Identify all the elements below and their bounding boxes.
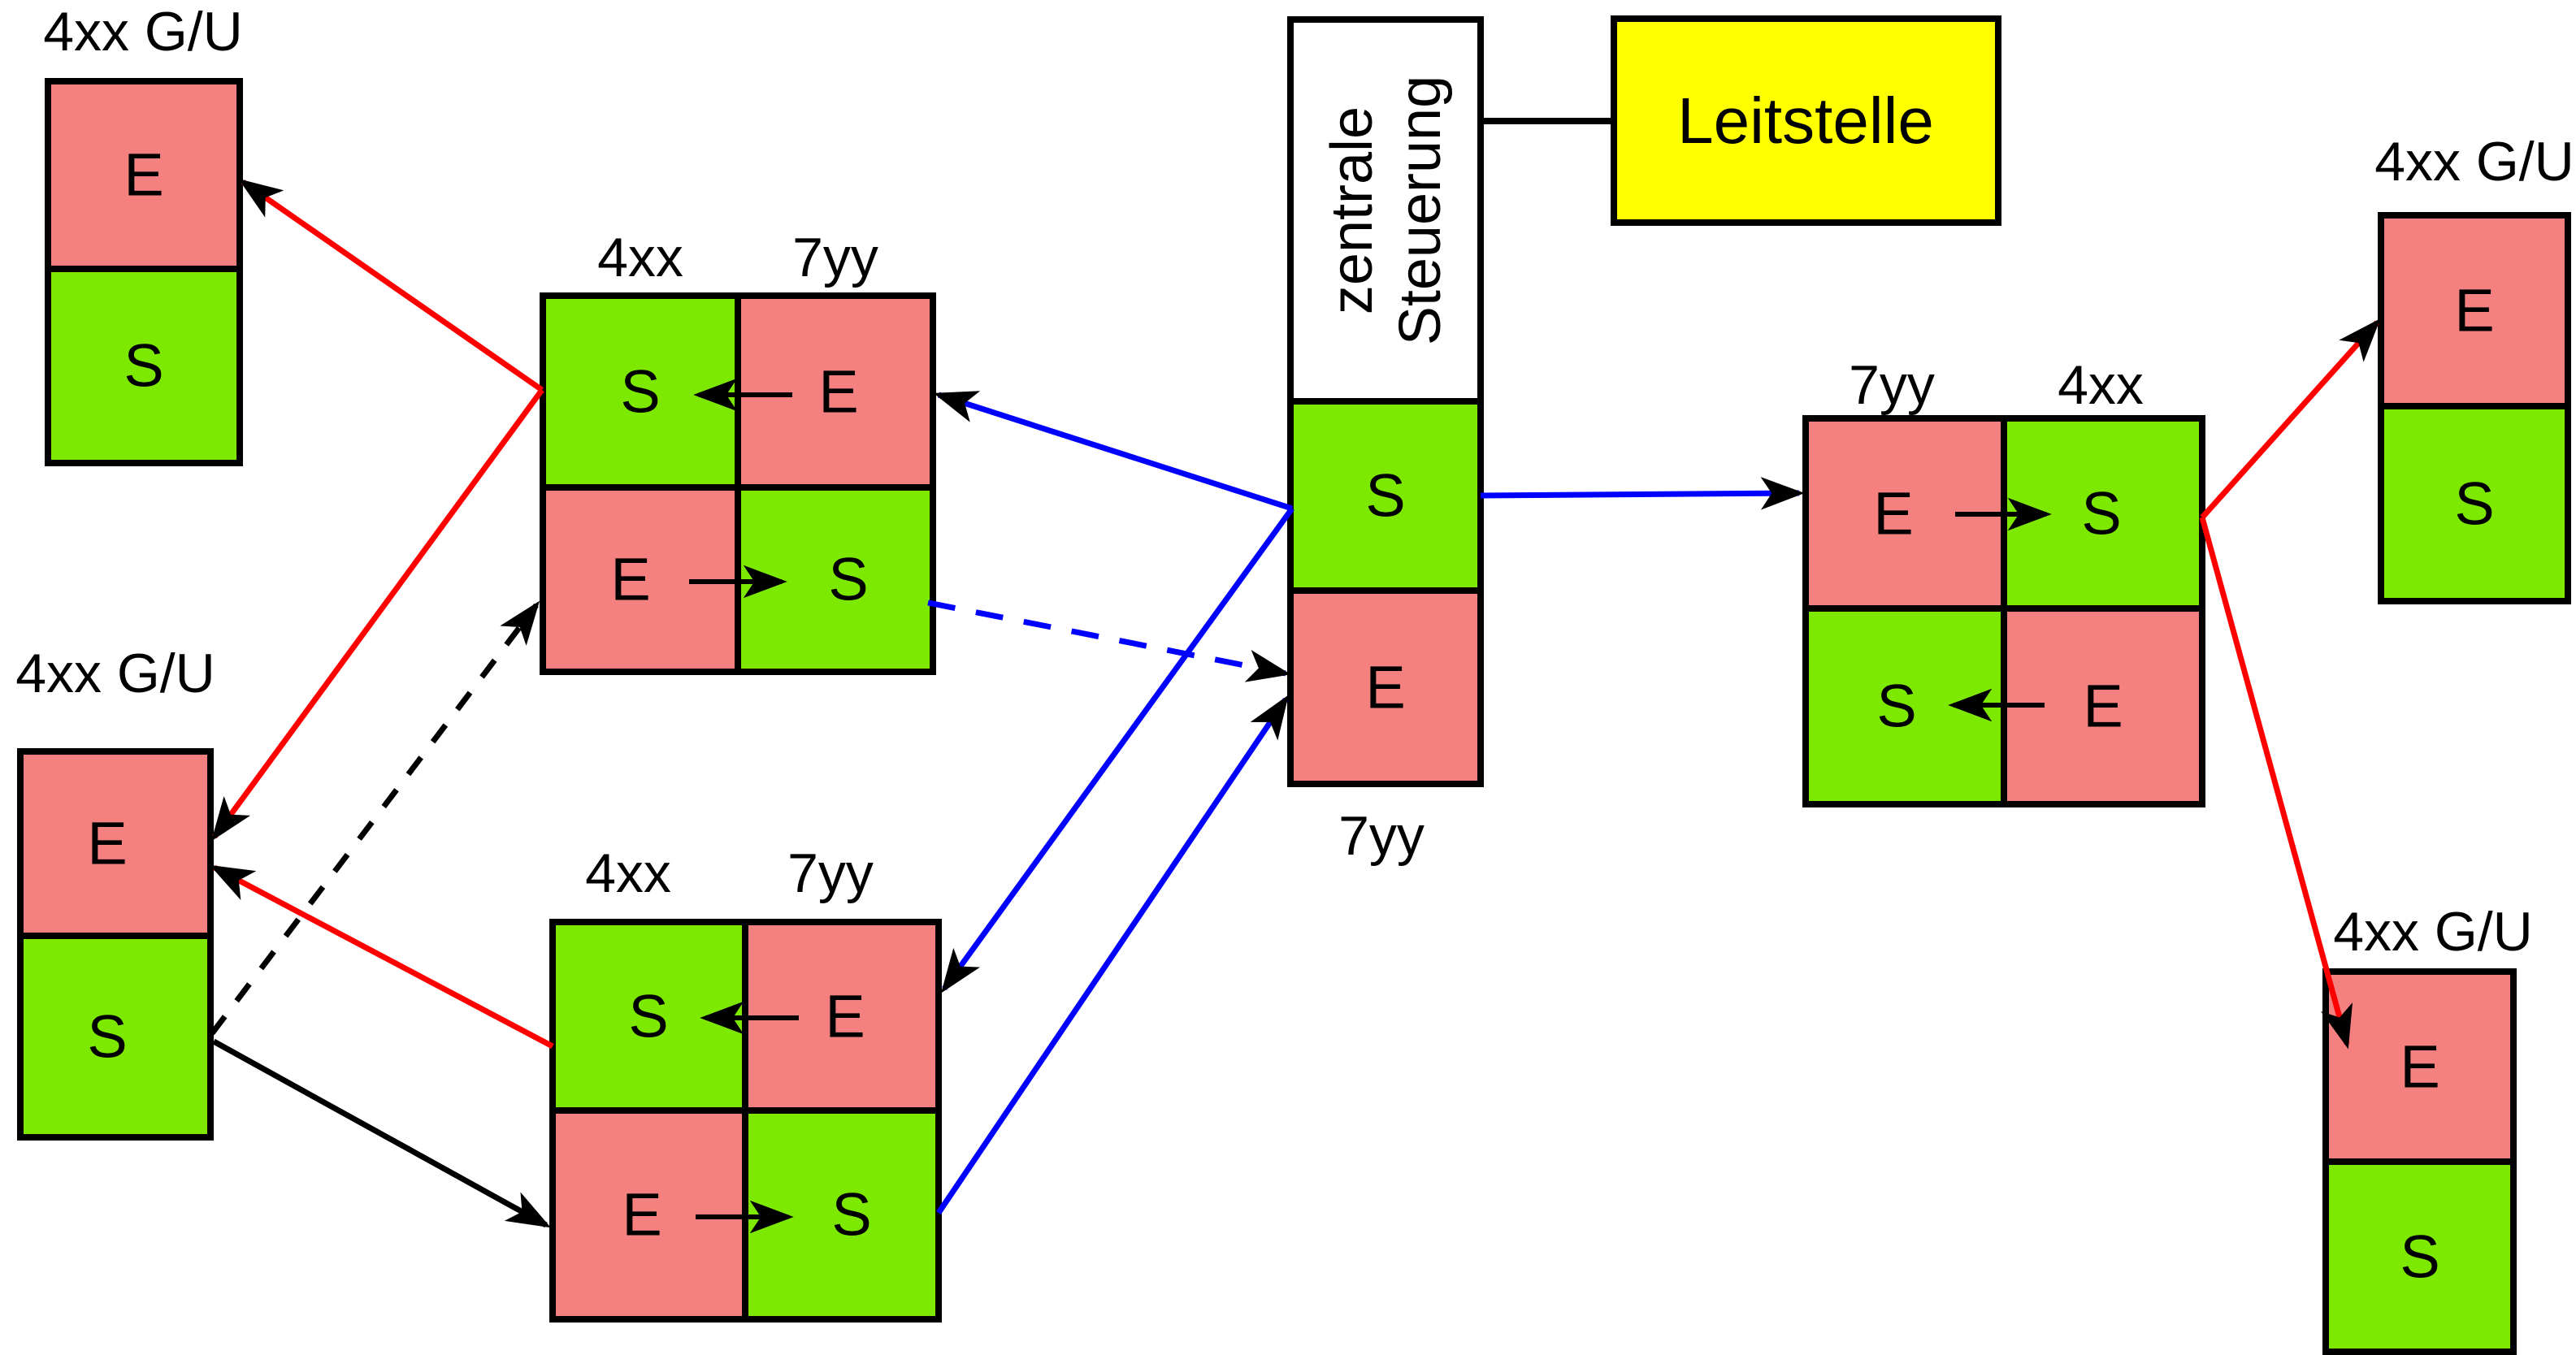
central-e-label: E: [1365, 654, 1405, 721]
gu-box-bottom-right-e-cell: [2322, 968, 2517, 1165]
arrow-blue-central-s-to-grid-upper-left: [933, 391, 1294, 512]
arrow-red-grid-upper-left-to-gu-top-left: [238, 179, 544, 392]
gu-box-top-left-title: 4xx G/U: [43, 1, 243, 63]
arrow-black-dashed-gu-mid-left-to-grid-upper-left: [210, 600, 540, 1036]
arrow-black-gu-mid-left-to-grid-lower-left: [212, 1038, 551, 1228]
gu-box-bottom-right-title: 4xx G/U: [2333, 901, 2533, 963]
arrow-red-grid-lower-left-to-gu-mid-left: [210, 864, 554, 1050]
central-port-label: 7yy: [1338, 805, 1425, 867]
gu-box-mid-left: 4xx G/U E S: [15, 643, 215, 1141]
gu-box-top-left-e-label: E: [124, 141, 163, 209]
leitstelle-label: Leitstelle: [1677, 84, 1934, 157]
exchange-grid-upper-left-tr-cell: [735, 292, 936, 491]
exchange-grid-right-tl-label: E: [1873, 480, 1913, 548]
gu-box-top-right-s-cell: [2378, 403, 2571, 604]
gu-box-bottom-right-s-label: S: [2400, 1223, 2439, 1291]
central-s-label: S: [1365, 462, 1405, 530]
gu-box-top-left-e-cell: [45, 78, 243, 272]
exchange-grid-right-col-4xx: 4xx: [2058, 354, 2144, 416]
gu-box-mid-left-e-label: E: [87, 810, 127, 877]
exchange-grid-lower-left: 4xx 7yy S E E S: [549, 842, 942, 1323]
exchange-grid-right: 7yy 4xx E S S E: [1802, 354, 2205, 807]
exchange-grid-right-bl-label: S: [1876, 673, 1916, 740]
arrow-red-grid-upper-left-to-gu-mid-left: [211, 387, 544, 842]
gu-box-bottom-right-e-label: E: [2400, 1033, 2439, 1101]
exchange-grid-right-tr-label: S: [2081, 480, 2121, 548]
gu-box-top-left-s-cell: [45, 266, 243, 466]
arrow-blue-grid-lower-left-to-central-e: [936, 695, 1289, 1214]
gu-box-top-right-title: 4xx G/U: [2374, 131, 2574, 193]
central-e-cell: [1287, 587, 1484, 787]
gu-box-mid-left-title: 4xx G/U: [15, 643, 215, 704]
gu-box-top-right-s-label: S: [2454, 470, 2494, 538]
arrow-red-grid-right-to-gu-top-right: [2200, 318, 2381, 520]
exchange-grid-right-br-label: E: [2083, 673, 2123, 740]
exchange-grid-upper-left-col-7yy: 7yy: [792, 227, 878, 288]
exchange-grid-upper-left-col-4xx: 4xx: [597, 227, 683, 288]
exchange-grid-right-col-7yy: 7yy: [1849, 354, 1935, 416]
exchange-grid-lower-left-tr-label: E: [825, 983, 865, 1050]
exchange-grid-upper-left-bl-label: E: [610, 546, 650, 613]
gu-box-top-right: 4xx G/U E S: [2374, 131, 2574, 604]
exchange-grid-lower-left-col-7yy: 7yy: [787, 842, 874, 904]
gu-box-top-right-e-label: E: [2454, 277, 2494, 344]
leitstelle-box: [1611, 15, 2001, 226]
gu-box-bottom-right: 4xx G/U E S: [2322, 901, 2533, 1355]
exchange-grid-upper-left-br-label: S: [828, 546, 868, 613]
exchange-grid-lower-left-br-cell: [742, 1107, 942, 1323]
gu-box-mid-left-s-label: S: [87, 1003, 127, 1071]
central-controller-label-line1: zentrale: [1320, 106, 1385, 314]
gu-box-bottom-right-s-cell: [2322, 1158, 2517, 1355]
exchange-grid-lower-left-br-label: S: [831, 1181, 871, 1249]
arrow-red-grid-right-to-gu-bottom-right: [2199, 517, 2353, 1050]
exchange-grid-lower-left-tl-label: S: [628, 983, 668, 1050]
arrow-blue-dashed-grid-upper-left-to-central-e: [927, 600, 1291, 682]
exchange-grid-lower-left-bl-label: E: [622, 1181, 661, 1249]
arrow-blue-central-s-to-grid-lower-left: [941, 506, 1295, 994]
gu-box-top-left: 4xx G/U E S: [43, 1, 243, 466]
exchange-grid-upper-left-tr-label: E: [818, 358, 858, 426]
central-control-unit: zentrale Steuerung S E 7yy: [1287, 16, 1484, 867]
gu-box-mid-left-s-cell: [17, 933, 214, 1141]
exchange-grid-lower-left-col-4xx: 4xx: [585, 842, 671, 904]
arrow-blue-central-s-to-grid-right: [1480, 477, 1805, 510]
exchange-grid-upper-left: 4xx 7yy S E E S: [540, 227, 936, 675]
central-s-cell: [1287, 398, 1484, 594]
exchange-grid-upper-left-tl-label: S: [620, 358, 660, 426]
leitstelle-node: Leitstelle: [1481, 15, 2001, 226]
central-controller-label-line2: Steuerung: [1388, 76, 1453, 345]
gu-box-top-left-s-label: S: [124, 332, 163, 400]
